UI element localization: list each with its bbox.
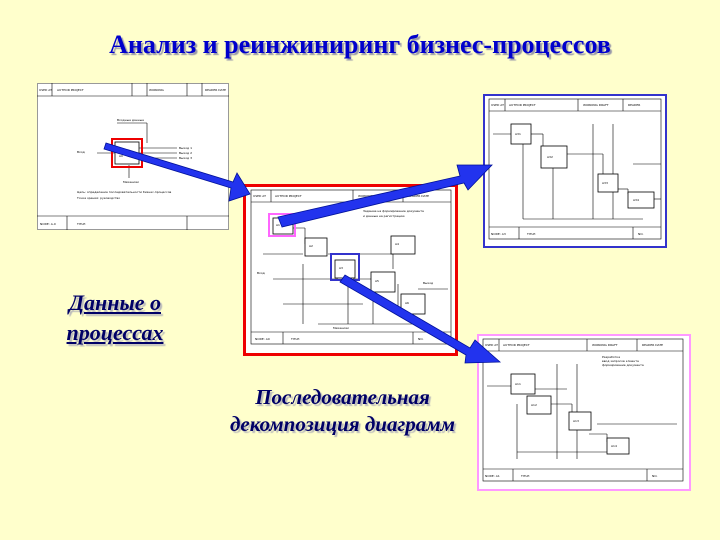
- arrow-a0-to-a3: [277, 164, 493, 228]
- svg-text:A1: A1: [276, 223, 280, 227]
- svg-text:A34: A34: [633, 198, 639, 202]
- svg-text:READER: READER: [628, 103, 640, 107]
- svg-text:AUTHOR PROJECT: AUTHOR PROJECT: [503, 343, 530, 347]
- svg-text:NO.: NO.: [418, 337, 423, 341]
- svg-text:формирование документа: формирование документа: [602, 363, 644, 367]
- svg-text:A33: A33: [602, 181, 608, 185]
- decomposition-diagram-a1: USED AT AUTHOR PROJECT WORKING DRAFT READE…: [477, 334, 691, 491]
- svg-text:WORKING DRAFT: WORKING DRAFT: [592, 343, 618, 347]
- svg-text:Вход: Вход: [257, 271, 265, 275]
- svg-text:WORKING: WORKING: [149, 88, 165, 92]
- arrow-a0-to-a1: [339, 274, 502, 364]
- svg-text:TITLE:: TITLE:: [526, 232, 536, 236]
- svg-text:Выход: Выход: [423, 281, 433, 285]
- svg-text:NODE: A-0: NODE: A-0: [40, 222, 56, 226]
- svg-text:A6: A6: [405, 301, 409, 305]
- svg-text:Цель: определение последовател: Цель: определение последовательности биз…: [77, 190, 172, 194]
- svg-text:A14: A14: [611, 444, 617, 448]
- svg-text:USED AT: USED AT: [253, 194, 266, 198]
- arrow-context-to-a0: [103, 142, 251, 202]
- svg-text:NO.: NO.: [638, 232, 643, 236]
- svg-text:Задание на формирование докуме: Задание на формирование документа: [363, 209, 424, 213]
- svg-text:A13: A13: [573, 419, 579, 423]
- svg-text:NO.: NO.: [652, 474, 657, 478]
- svg-text:AUTHOR PROJECT: AUTHOR PROJECT: [509, 103, 536, 107]
- svg-text:Точка зрения: руководство: Точка зрения: руководство: [76, 196, 120, 200]
- svg-text:AUTHOR PROJECT: AUTHOR PROJECT: [275, 194, 302, 198]
- svg-text:READER DATE: READER DATE: [408, 194, 429, 198]
- svg-text:NODE: A1: NODE: A1: [485, 474, 500, 478]
- svg-text:A12: A12: [531, 403, 537, 407]
- svg-text:A2: A2: [309, 244, 313, 248]
- svg-text:A5: A5: [375, 279, 379, 283]
- svg-text:Механизм: Механизм: [333, 326, 349, 330]
- svg-text:AUTHOR PROJECT: AUTHOR PROJECT: [57, 88, 84, 92]
- process-data-label: Данные о процессах: [66, 290, 164, 345]
- svg-text:NODE: A3: NODE: A3: [491, 232, 506, 236]
- svg-text:Входные данные: Входные данные: [117, 118, 144, 122]
- svg-text:A3: A3: [339, 266, 343, 270]
- svg-text:READER DATE: READER DATE: [642, 343, 663, 347]
- sequential-decomposition-label: Последовательная декомпозиция диаграмм: [230, 385, 455, 436]
- svg-text:A32: A32: [547, 155, 553, 159]
- svg-text:USED AT: USED AT: [485, 343, 498, 347]
- svg-text:A0: A0: [119, 154, 123, 158]
- svg-text:Выход 2: Выход 2: [179, 151, 192, 155]
- svg-text:A4: A4: [395, 242, 399, 246]
- svg-text:USED AT: USED AT: [39, 88, 52, 92]
- svg-text:NODE: A0: NODE: A0: [255, 337, 270, 341]
- svg-text:TITLE:: TITLE:: [290, 337, 300, 341]
- svg-text:Разработка: Разработка: [602, 355, 620, 359]
- svg-text:TITLE:: TITLE:: [520, 474, 530, 478]
- slide-title: Анализ и реинжиниринг бизнес-процессов: [109, 30, 611, 59]
- svg-text:A31: A31: [515, 132, 521, 136]
- svg-text:Механизм: Механизм: [123, 180, 139, 184]
- svg-text:Выход 3: Выход 3: [179, 156, 192, 160]
- svg-text:WORKING DRAFT: WORKING DRAFT: [583, 103, 609, 107]
- svg-text:TITLE:: TITLE:: [76, 222, 86, 226]
- svg-text:и данные на регистрацию: и данные на регистрацию: [363, 214, 405, 218]
- svg-text:Вход: Вход: [77, 150, 85, 154]
- svg-text:ввод запросов клиента: ввод запросов клиента: [602, 359, 639, 363]
- decomposition-diagram-a3: USED AT AUTHOR PROJECT WORKING DRAFT READE…: [483, 94, 667, 248]
- svg-text:Выход 1: Выход 1: [179, 146, 192, 150]
- svg-text:USED AT: USED AT: [491, 103, 504, 107]
- svg-text:A11: A11: [515, 382, 521, 386]
- svg-text:READER DATE: READER DATE: [205, 88, 226, 92]
